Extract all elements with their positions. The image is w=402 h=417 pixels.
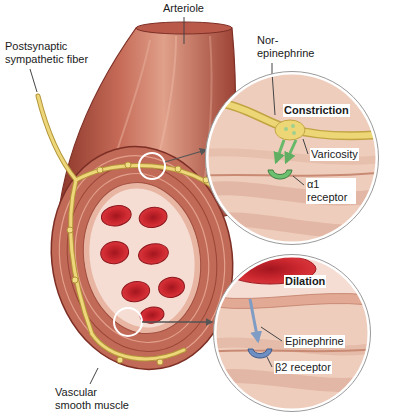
magnified-view: DilationEpinephrine β2 receptor	[214, 255, 370, 411]
magnified-view: ConstrictionVaricosity α1 receptor	[206, 72, 378, 244]
part-label: β2 receptor	[274, 361, 332, 374]
structure-label: Postsynaptic sympathetic fiber	[4, 40, 106, 66]
structure-label: Arteriole	[162, 2, 205, 15]
part-label: α1 receptor	[306, 178, 356, 204]
dilation-magnified-view	[204, 254, 380, 412]
constriction-magnified-view	[196, 72, 388, 245]
structure-label: Vascular smooth muscle	[54, 386, 132, 412]
view-heading: Dilation	[284, 275, 326, 288]
part-label: Varicosity	[310, 148, 359, 161]
substance-label: Nor-epinephrine	[256, 34, 322, 60]
sympathetic-fiber	[38, 96, 224, 359]
view-heading: Constriction	[283, 104, 350, 117]
varicosity-beads	[67, 162, 209, 365]
red-blood-cells	[93, 196, 190, 330]
part-label: Epinephrine	[284, 335, 345, 348]
detail-markers	[114, 150, 212, 336]
